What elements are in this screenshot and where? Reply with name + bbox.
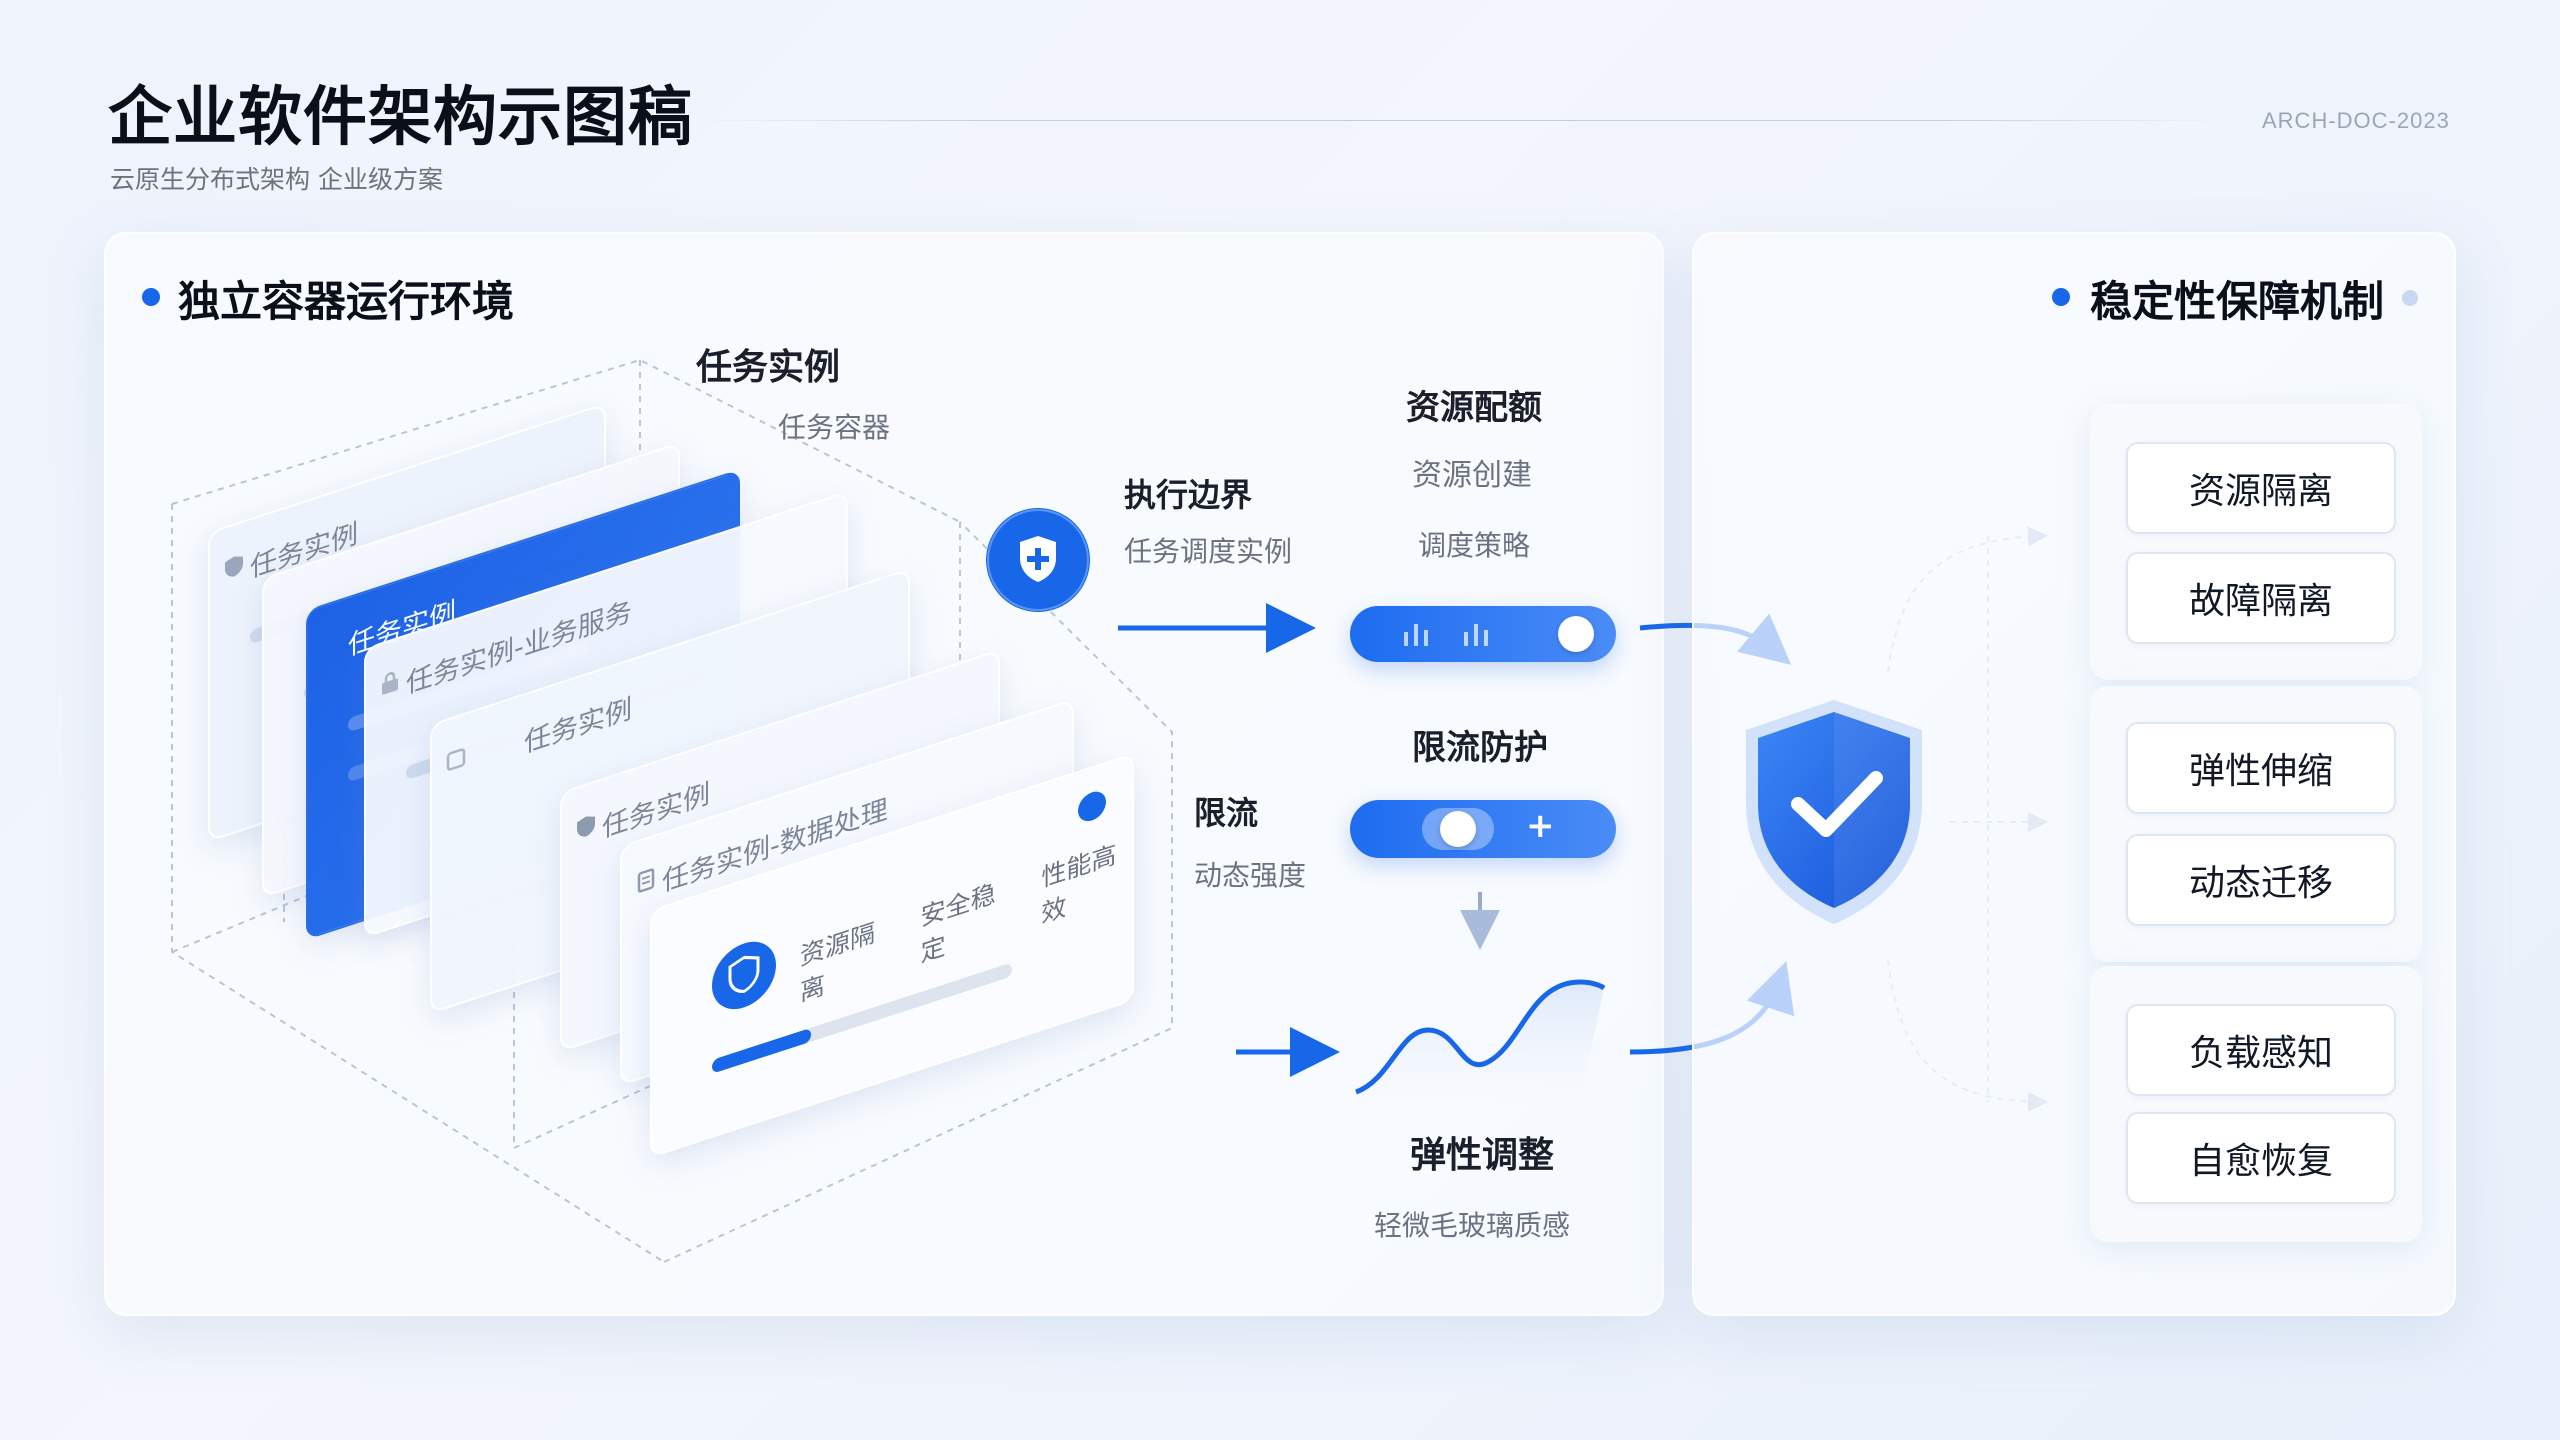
knob-wrap bbox=[1422, 808, 1494, 850]
btn-elastic-scaling[interactable]: 弹性伸缩 bbox=[2126, 722, 2396, 814]
right-panel-title: 稳定性保障机制 bbox=[2090, 277, 2385, 326]
task-card[interactable]: 任务实例 bbox=[430, 568, 910, 1014]
header-divider bbox=[690, 120, 2230, 121]
task-card-front[interactable]: 资源隔离 安全稳定 性能高效 bbox=[650, 752, 1134, 1158]
btn-load-awareness[interactable]: 负载感知 bbox=[2126, 1004, 2396, 1096]
task-card[interactable]: 任务实例 bbox=[208, 402, 606, 842]
exec-boundary-sub: 任务调度实例 bbox=[1124, 535, 1293, 568]
btn-resource-isolation[interactable]: 资源隔离 bbox=[2126, 442, 2396, 534]
exec-boundary-title: 执行边界 bbox=[1124, 476, 1253, 514]
page-subtitle: 云原生分布式架构 企业级方案 bbox=[110, 165, 443, 194]
box-icon bbox=[446, 748, 466, 771]
task-card[interactable]: 任务实例-数据处理 bbox=[620, 698, 1074, 1086]
lock-icon bbox=[382, 672, 398, 695]
task-container-label: 任务容器 bbox=[778, 411, 891, 444]
left-panel-title: 独立容器运行环境 bbox=[178, 277, 515, 326]
task-card[interactable]: 任务实例 bbox=[560, 649, 1000, 1052]
left-panel-dot bbox=[142, 288, 160, 306]
task-card[interactable]: 任务实例-业务服务 bbox=[364, 490, 848, 938]
elastic-sub: 轻微毛玻璃质感 bbox=[1374, 1209, 1571, 1242]
shield-check-small-icon bbox=[712, 941, 776, 1010]
wave-icon bbox=[1355, 979, 1606, 1095]
plus-icon: + bbox=[1526, 806, 1555, 846]
resource-quota-title: 资源配额 bbox=[1406, 388, 1542, 428]
shield-small-icon bbox=[577, 816, 595, 837]
resource-quota-toggle[interactable] bbox=[1350, 606, 1616, 662]
task-card-stack: 任务实例 任务实例 任务实例-业务服务 任务实例 任务实例 任务实例-数据处理 bbox=[190, 400, 1190, 1200]
task-instance-label: 任务实例 bbox=[696, 347, 841, 388]
shield-check-icon[interactable] bbox=[1736, 694, 1932, 930]
resource-quota-line1: 资源创建 bbox=[1412, 458, 1532, 493]
btn-dynamic-migration[interactable]: 动态迁移 bbox=[2126, 834, 2396, 926]
right-panel-dot bbox=[2052, 288, 2070, 306]
rate-protect-title: 限流防护 bbox=[1412, 728, 1548, 768]
bar-chart-icon bbox=[1464, 624, 1488, 646]
rate-limit-title: 限流 bbox=[1194, 794, 1259, 832]
page-title: 企业软件架构示图稿 bbox=[108, 81, 693, 155]
document-icon bbox=[637, 868, 655, 893]
wave-fill bbox=[1356, 982, 1604, 1100]
btn-fault-isolation[interactable]: 故障隔离 bbox=[2126, 552, 2396, 644]
toggle-knob bbox=[1440, 811, 1476, 847]
btn-self-healing[interactable]: 自愈恢复 bbox=[2126, 1112, 2396, 1204]
rate-protect-toggle[interactable]: + bbox=[1350, 800, 1616, 858]
right-panel-dot-light bbox=[2402, 290, 2418, 306]
rate-limit-sub: 动态强度 bbox=[1194, 859, 1307, 892]
toggle-knob bbox=[1558, 616, 1594, 652]
doc-id: ARCH-DOC-2023 bbox=[2262, 108, 2450, 133]
shield-plus-icon[interactable] bbox=[986, 508, 1090, 612]
shield-icon bbox=[225, 556, 243, 577]
resource-quota-line2: 调度策略 bbox=[1418, 529, 1531, 562]
bar-chart-icon bbox=[1404, 624, 1428, 646]
elastic-title: 弹性调整 bbox=[1410, 1135, 1555, 1176]
